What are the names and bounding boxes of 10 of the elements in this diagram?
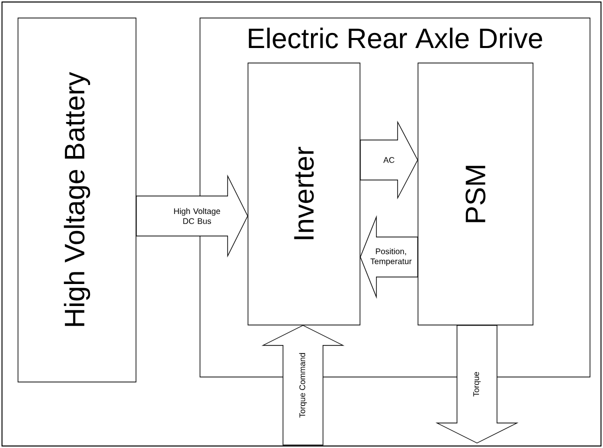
block: Inverter <box>248 62 360 326</box>
edge-label: AC <box>383 157 394 163</box>
block-arrow <box>360 215 418 299</box>
block: PSM <box>418 62 534 326</box>
block-arrow <box>136 174 248 258</box>
block-arrow <box>436 325 518 444</box>
block-arrow <box>360 120 418 200</box>
edge-label: Position, Temperatur <box>370 248 412 266</box>
block-arrow <box>262 324 344 446</box>
battery-box: High Voltage Battery <box>18 18 136 382</box>
